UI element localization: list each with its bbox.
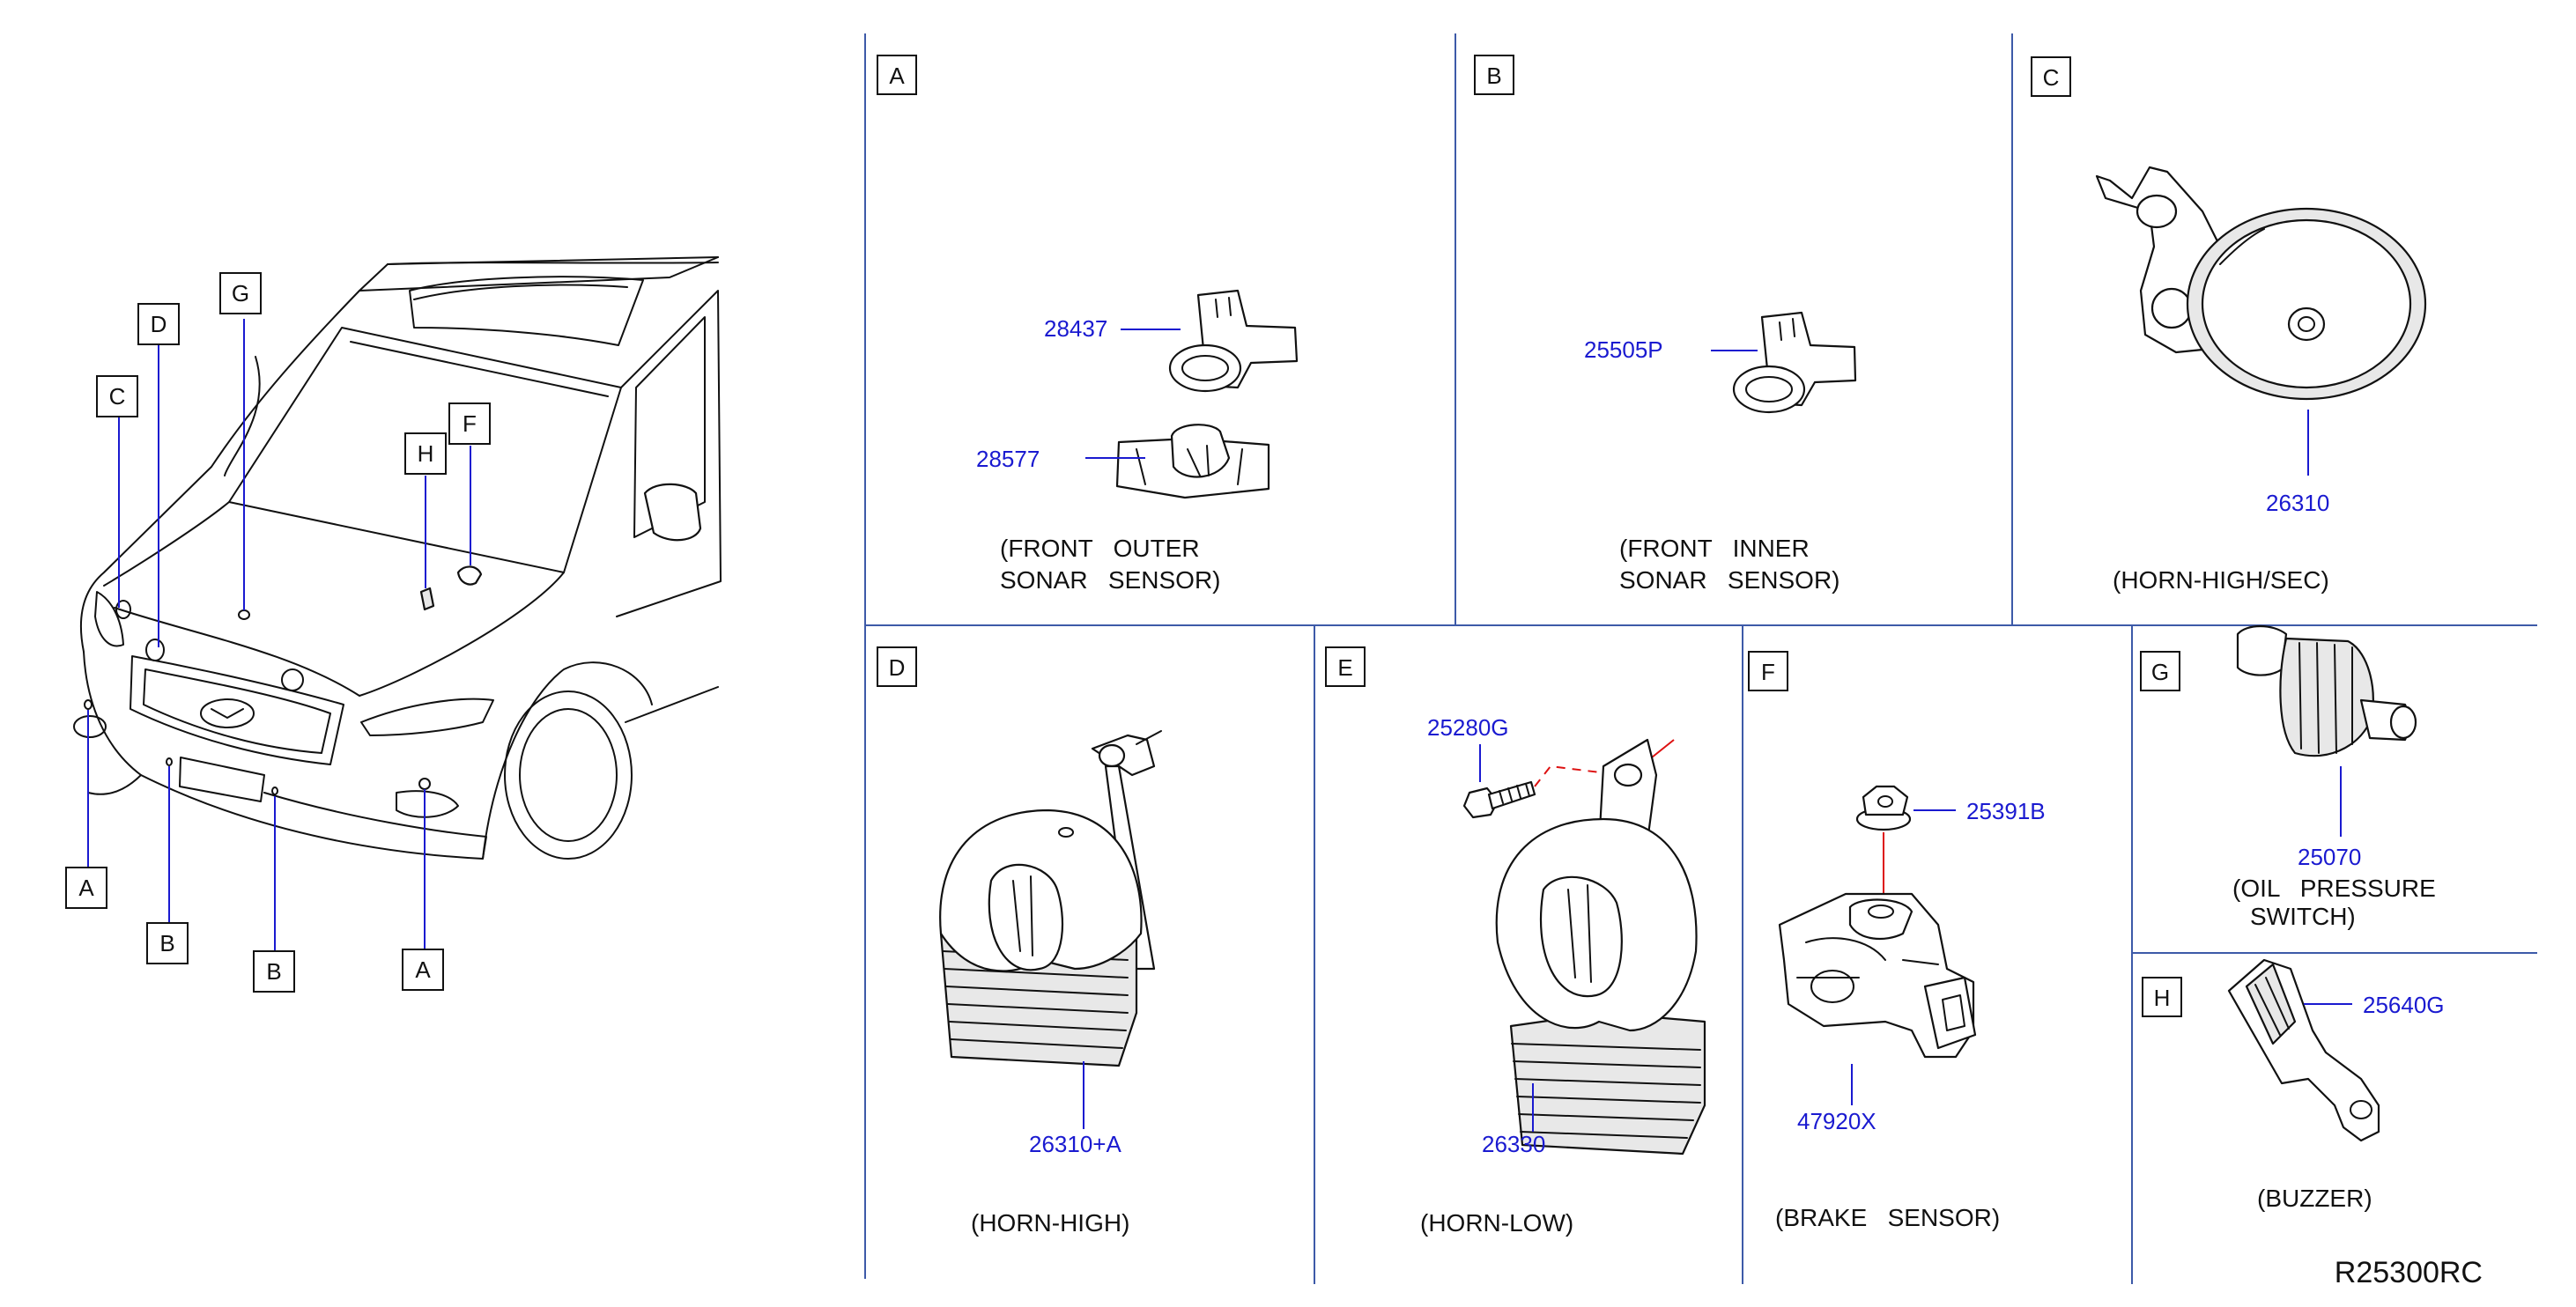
caption-g-line1: (OIL PRESSURE [2232, 875, 2436, 902]
part-number-25391b: 25391B [1966, 798, 2046, 824]
diagram-reference-code: R25300RC [2335, 1256, 2483, 1289]
caption-b-line1: (FRONT INNER [1619, 535, 1810, 562]
part-number-26310-a: 26310+A [1029, 1131, 1121, 1157]
callout-c: C [109, 383, 126, 410]
panel-e: E 25280G 26330 (HORN-LOW) [1325, 646, 1706, 1237]
oil-pressure-switch-part [2236, 625, 2417, 757]
panel-h-letter: H [2154, 985, 2171, 1011]
panel-f-letter: F [1761, 659, 1775, 685]
callout-a-left: A [78, 875, 94, 901]
part-number-47920x: 47920X [1797, 1108, 1876, 1134]
horn-high-sec-part [2095, 166, 2427, 401]
callout-a-right: A [415, 956, 431, 983]
part-number-25640g: 25640G [2363, 992, 2445, 1018]
part-number-28437: 28437 [1044, 315, 1107, 342]
bolt-part [1462, 780, 1536, 819]
vehicle-overview [73, 256, 722, 860]
brake-sensor-part [1778, 892, 1977, 1059]
part-number-26310: 26310 [2266, 490, 2329, 516]
callout-g-box [219, 272, 262, 314]
buzzer-part [2227, 958, 2380, 1142]
part-number-25505p: 25505P [1584, 336, 1663, 363]
callout-d: D [151, 311, 167, 337]
panel-f: F 25391B 47920X (BRAKE SENSOR) [1748, 651, 2046, 1231]
panel-b: B 25505P (FRONT INNER SONAR SENSOR) [1474, 55, 1857, 594]
callout-h-box [404, 432, 447, 475]
callout-h: H [418, 440, 434, 467]
callout-b-left-box [146, 922, 189, 964]
caption-a-line1: (FRONT OUTER [1000, 535, 1200, 562]
part-number-26330: 26330 [1482, 1131, 1545, 1157]
callout-a-left-box [65, 867, 107, 909]
front-outer-sonar-sensor-part [1168, 289, 1299, 393]
caption-h: (BUZZER) [2257, 1185, 2372, 1212]
callout-f-box [448, 402, 491, 445]
vehicle-callouts: G D C H F A B B A [65, 272, 491, 993]
panel-d: D 26310+A (HORN-HIGH) [877, 646, 1162, 1237]
horn-low-part [1495, 738, 1706, 1156]
callout-b-right-box [253, 950, 295, 993]
caption-g-line2: SWITCH) [2250, 903, 2356, 930]
callout-b-left: B [159, 930, 174, 956]
sensor-bracket-part [1115, 424, 1270, 499]
callout-g: G [232, 280, 249, 306]
part-number-25070: 25070 [2298, 844, 2361, 870]
caption-c: (HORN-HIGH/SEC) [2113, 566, 2329, 594]
panel-h: H 25640G (BUZZER) [2142, 958, 2445, 1212]
panel-g: G 25070 (OIL PRESSURE SWITCH) [2140, 625, 2436, 930]
nut-part [1855, 785, 1912, 831]
horn-high-part [939, 730, 1162, 1067]
caption-d: (HORN-HIGH) [971, 1209, 1129, 1237]
front-inner-sonar-sensor-part [1732, 311, 1857, 414]
caption-e: (HORN-LOW) [1420, 1209, 1573, 1237]
panel-b-letter: B [1486, 63, 1501, 89]
part-number-25280g: 25280G [1427, 714, 1509, 741]
callout-c-box [96, 375, 138, 417]
panel-a-letter: A [889, 63, 905, 89]
callout-a-right-box [402, 949, 444, 991]
callout-f: F [463, 410, 477, 437]
panel-g-letter: G [2151, 659, 2169, 685]
caption-f: (BRAKE SENSOR) [1775, 1204, 2000, 1231]
callout-b-right: B [266, 958, 281, 985]
callout-d-box [137, 303, 180, 345]
caption-a-line2: SONAR SENSOR) [1000, 566, 1220, 594]
part-number-28577: 28577 [976, 446, 1040, 472]
panel-c: C 26310 (HORN-HIGH/SEC) [2031, 56, 2427, 594]
panel-d-letter: D [889, 654, 906, 681]
panel-c-letter: C [2043, 64, 2060, 91]
caption-b-line2: SONAR SENSOR) [1619, 566, 1839, 594]
panel-a: A 28437 28577 (FRONT OUTER SONAR SENSOR) [877, 55, 1299, 594]
panel-e-letter: E [1337, 654, 1352, 681]
